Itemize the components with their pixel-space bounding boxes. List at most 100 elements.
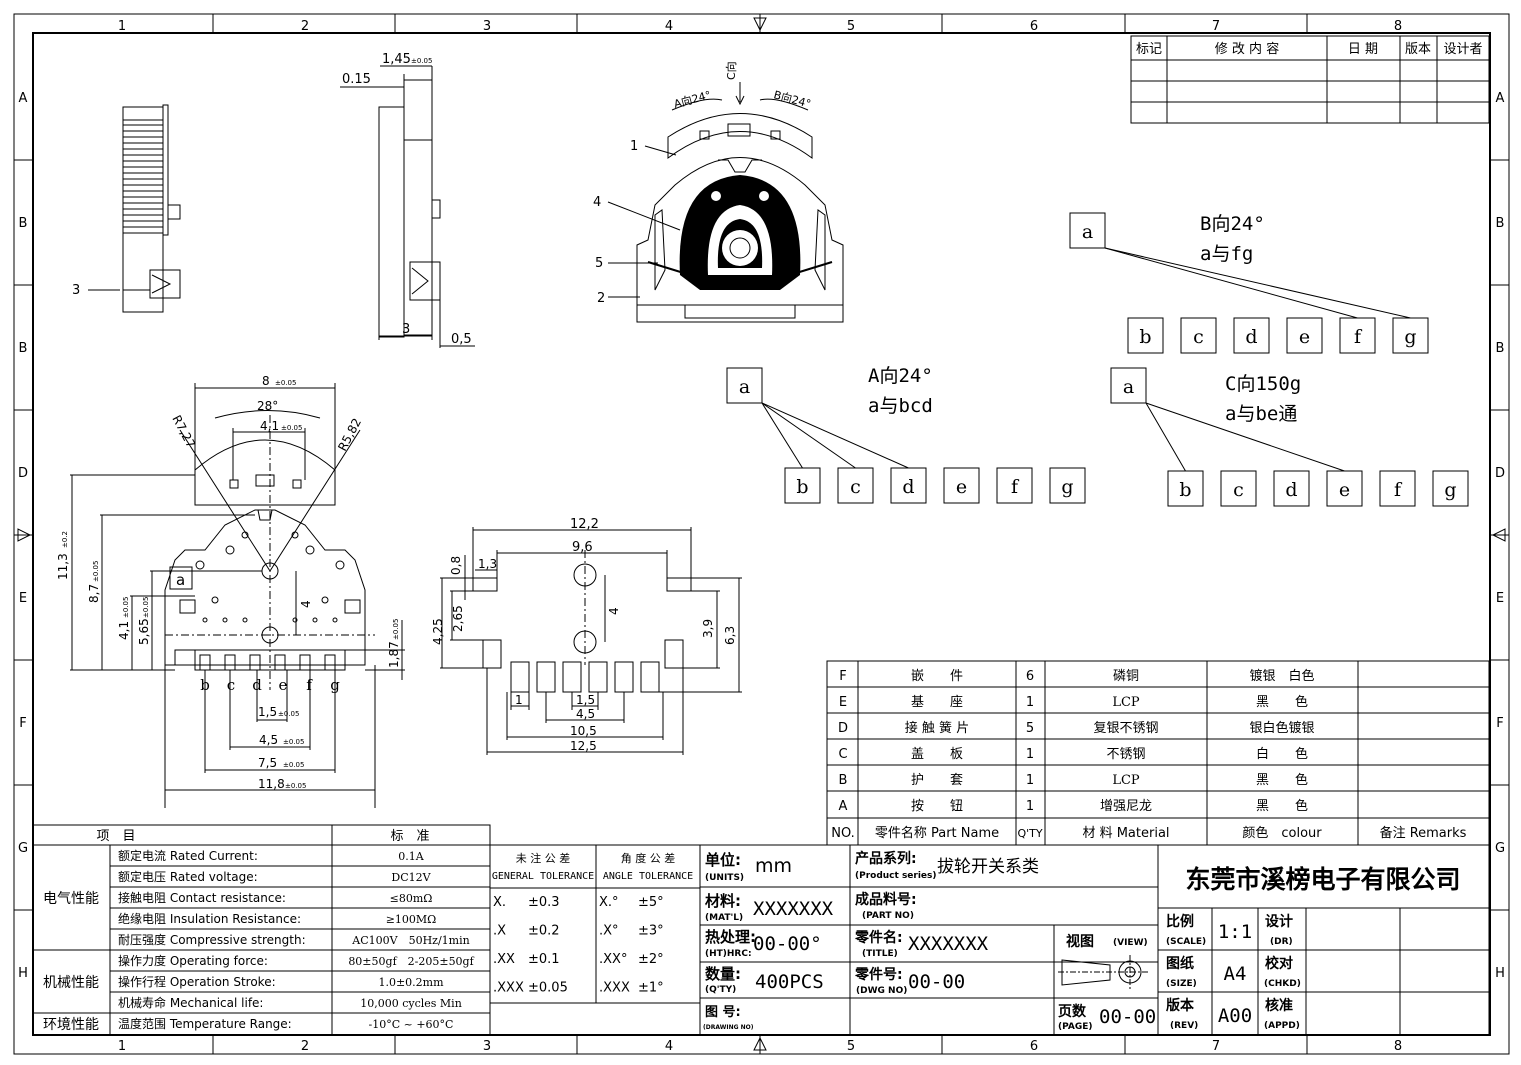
row-label-left: E [19,591,27,606]
angle-tol-value: ±3° [638,924,664,939]
rev-col-content: 修 改 内 容 [1215,41,1279,57]
bom-cell: LCP [1112,773,1140,788]
series-label-en: (Product series) [855,871,937,881]
general-tol-key: .XXX [493,981,524,996]
approved-label-en: (APPD) [1264,1021,1300,1031]
series-value: 拔轮开关系类 [937,857,1039,877]
designer-label-en: (DR) [1270,937,1293,947]
callout-3: 3 [72,283,80,298]
pin-terminal-box [1286,317,1323,354]
general-tol-value: ±0.2 [528,924,560,939]
spec-value: 0.1A [398,850,424,863]
dim-8-tol: ±0.05 [275,379,296,387]
heat-label: 热处理: [705,928,756,946]
bom-header-cell: 零件名称 Part Name [875,825,999,841]
spec-value: 1.0±0.2mm [378,976,444,989]
pin-terminal-label: f [1394,479,1403,501]
col-label-bottom: 5 [847,1039,855,1054]
units-value: mm [755,855,792,877]
part-no-label-en: (PART NO) [862,911,914,921]
outer-border [13,13,1510,1055]
angle-tol-key: X.° [599,895,619,910]
pin-terminal-box [1220,470,1257,507]
row-label-left: G [18,841,28,856]
pin-terminal-label: e [1299,326,1310,348]
general-tol-key: .XX [493,952,515,967]
pin-terminal-box [1432,470,1469,507]
dim-1-45-tol: ±0.05 [411,57,432,65]
spec-value: ≥100MΩ [386,913,437,926]
row-label-right: B [1496,216,1505,231]
row-label-right: D [1495,466,1505,481]
bom-cell: LCP [1112,695,1140,710]
arrow-b-label: B向24° [772,87,812,110]
page-value: 00-00 [1099,1006,1156,1028]
spec-value: 10,000 cycles Min [360,997,462,1010]
dim-11-3-tol: ±0.2 [61,531,69,548]
pcb-dim-4-5: 4,5 [576,707,595,721]
heat-value: 00-00° [753,933,822,955]
angle-tol-en: ANGLE TOLERANCE [603,871,693,882]
dim-0-5: 0,5 [451,332,472,347]
scale-value: 1:1 [1218,921,1252,943]
front-label-a: a [176,571,185,589]
pcb-dim-9-6: 9,6 [572,540,593,555]
pcb-footprint [440,527,742,755]
arrow-c-label: C向 [724,61,738,80]
bom-cell: A [839,799,848,814]
connection-line [761,402,803,469]
rev-label: 版本 [1166,997,1195,1014]
front-pin-label: b [200,676,210,694]
specs-header-item: 项 目 [96,829,135,844]
designer-label: 设计 [1265,913,1293,930]
spec-value: AC100V 50Hz/1min [351,934,469,947]
dim-4-5: 4,5 [259,733,278,747]
angle-tol-value: ±2° [638,952,664,967]
frame-ticks [14,14,1509,1054]
qty-label: 数量: [705,965,741,983]
schematic-title: A向24° [868,365,933,387]
col-label-bottom: 7 [1212,1039,1220,1054]
pin-terminal-label: g [1404,326,1416,348]
dim-4-1-vert: 4,1 [117,621,131,640]
pin-terminal-label: d [902,476,914,498]
scale-label-en: (SCALE) [1166,937,1206,947]
callout-2: 2 [597,291,605,306]
bom-cell: 基 座 [911,695,963,710]
general-tol-key: .X [493,924,506,939]
pin-terminal-box [943,467,980,504]
dim-7-5: 7,5 [258,756,277,770]
callout-5: 5 [595,256,603,271]
title-label-en: (TITLE) [862,949,898,959]
series-label: 产品系列: [855,850,917,867]
view-label: 视图 [1066,933,1094,950]
row-label-left: B [19,216,28,231]
bom-cell: 盖 板 [911,747,963,762]
size-label: 图纸 [1166,955,1194,972]
pin-terminal-label: f [1354,326,1363,348]
dim-11-8: 11,8 [258,777,285,791]
dim-11-3: 11,3 [56,553,70,580]
row-label-right: F [1496,716,1503,731]
angle-tol-key: .XXX [599,981,630,996]
dwg-no-label-en: (DWG NO) [856,986,907,996]
dim-1-87: 1,87 [387,641,401,668]
bom-header-cell: Q'TY [1017,827,1042,840]
row-label-right: G [1495,841,1505,856]
spec-item: 耐压强度 Compressive strength: [118,932,306,947]
spec-value: 80±50gf 2-205±50gf [348,955,474,968]
schematic-subtitle: a与be通 [1225,403,1297,425]
bom-cell: 白 色 [1256,746,1308,762]
pin-terminal-box [1127,317,1164,354]
internal-view [607,82,844,323]
heat-label-en: (HT)HRC: [705,949,752,959]
front-view [70,383,405,808]
title-value: XXXXXXX [908,933,989,955]
pcb-dim-1-3: 1,3 [478,557,497,571]
spec-item: 操作行程 Operation Stroke: [118,974,276,989]
general-tol-key: X. [493,895,506,910]
angle-tol-value: ±1° [638,981,664,996]
bom-cell: F [839,669,846,684]
